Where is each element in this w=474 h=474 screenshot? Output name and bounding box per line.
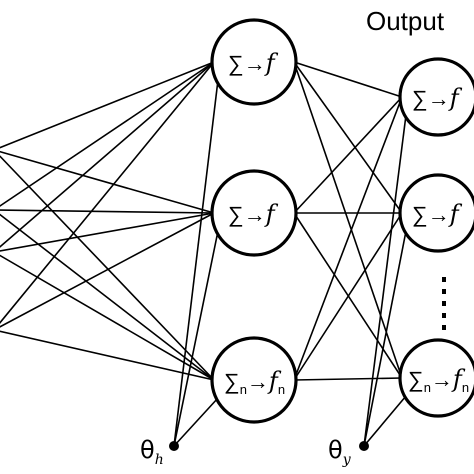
svg-text:∑→f: ∑→f: [228, 49, 279, 77]
input-to-hidden-edge: [0, 212, 215, 252]
input-to-hidden-edge: [0, 209, 215, 214]
output-node-1: ∑→f: [398, 57, 474, 137]
hidden-bias-edge: [173, 79, 219, 447]
input-to-hidden-edge: [0, 61, 215, 149]
output-bias-edge: [363, 395, 407, 447]
input-to-hidden-edge: [0, 213, 215, 381]
output-ellipsis: [442, 277, 446, 330]
svg-text:∑→f: ∑→f: [412, 200, 463, 228]
hidden-to-output-edge: [293, 96, 403, 381]
hidden-to-output-edge: [293, 61, 403, 379]
hidden-to-output-edge: [293, 377, 403, 381]
output-bias-node: θy: [328, 436, 369, 468]
hidden-to-output-edge: [293, 96, 403, 214]
output-node-n: ∑n→fn: [398, 338, 474, 418]
output-node-2: ∑→f: [398, 173, 474, 253]
hidden-bias-node: θh: [140, 436, 179, 468]
hidden-node-2: ∑→f: [210, 169, 298, 257]
svg-text:∑→f: ∑→f: [228, 200, 279, 228]
svg-text:∑→f: ∑→f: [412, 84, 463, 112]
hidden-to-output-edge: [293, 61, 403, 214]
input-to-hidden-edge: [0, 212, 215, 328]
hidden-to-output-edge: [293, 212, 403, 381]
hidden-bias-edge: [173, 397, 219, 447]
hidden-node-1: ∑→f: [210, 18, 298, 106]
svg-text:∑n→fn: ∑n→fn: [224, 367, 285, 397]
input-to-hidden-edge: [0, 155, 215, 381]
input-to-hidden-edge: [0, 254, 215, 381]
connection-lines: [0, 61, 407, 447]
hidden-bias-edge: [173, 230, 219, 447]
svg-text:θy: θy: [328, 436, 352, 468]
input-to-hidden-edge: [0, 61, 215, 248]
hidden-node-n: ∑n→fn: [210, 336, 298, 424]
svg-text:θh: θh: [140, 436, 164, 468]
input-to-hidden-edge: [0, 61, 215, 207]
input-to-hidden-edge: [0, 61, 215, 324]
output-bias-edge: [363, 114, 407, 447]
svg-text:∑n→fn: ∑n→fn: [408, 365, 469, 395]
hidden-to-output-edge: [293, 61, 403, 98]
output-layer-title: Output: [366, 6, 445, 36]
input-to-hidden-edge: [0, 330, 215, 381]
input-to-hidden-edge: [0, 150, 215, 214]
output-bias-edge: [363, 230, 407, 447]
